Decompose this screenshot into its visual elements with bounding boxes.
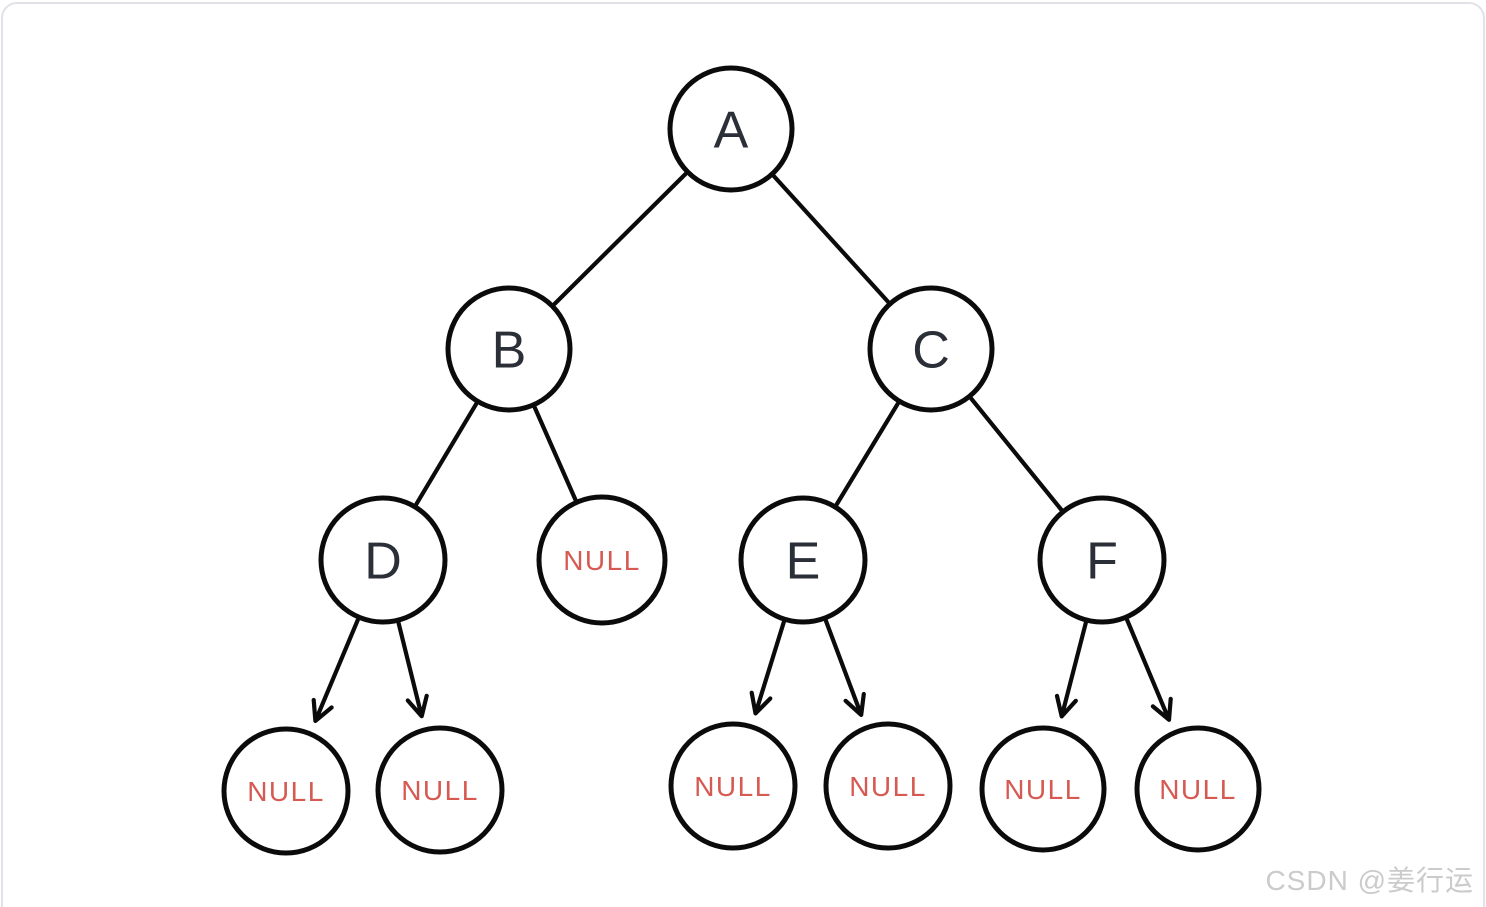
node-label: NULL bbox=[1159, 774, 1237, 805]
node-label: NULL bbox=[401, 775, 479, 806]
tree-edge-C-E bbox=[834, 401, 900, 507]
node-label: NULL bbox=[694, 771, 772, 802]
tree-node-B: B bbox=[445, 285, 573, 413]
tree-edge-arrow-E-null-e-right bbox=[823, 618, 866, 717]
tree-node-C: C bbox=[867, 285, 995, 413]
tree-edge-arrow-F-null-f-right bbox=[1125, 617, 1173, 722]
tree-edge-arrow-F-null-f-left bbox=[1054, 620, 1088, 719]
node-circle bbox=[375, 725, 505, 855]
node-label: NULL bbox=[563, 545, 641, 576]
node-circle bbox=[536, 494, 668, 626]
node-label: NULL bbox=[849, 771, 927, 802]
node-circle bbox=[979, 725, 1107, 853]
node-circle bbox=[445, 285, 573, 413]
tree-edge-C-F bbox=[969, 396, 1064, 512]
tree-edge-arrow-D-null-d-left bbox=[311, 617, 360, 723]
node-label: NULL bbox=[1004, 774, 1082, 805]
tree-edge-B-null-b-right bbox=[532, 405, 578, 502]
tree-edge-arrow-D-null-d-right bbox=[396, 621, 429, 719]
csdn-watermark: CSDN @姜行运 bbox=[1265, 865, 1474, 896]
node-circle bbox=[867, 285, 995, 413]
tree-node-A: A bbox=[667, 65, 795, 193]
tree-edge-A-B bbox=[552, 171, 688, 307]
node-circle bbox=[1134, 725, 1262, 853]
node-circle bbox=[318, 495, 448, 625]
tree-node-null-b-right: NULL bbox=[536, 494, 668, 626]
node-circle bbox=[667, 65, 795, 193]
tree-node-F: F bbox=[1037, 495, 1167, 625]
tree-node-null-f-left: NULL bbox=[979, 725, 1107, 853]
tree-edge-A-C bbox=[772, 174, 890, 304]
node-label: A bbox=[714, 102, 749, 160]
tree-node-null-d-left: NULL bbox=[221, 726, 351, 856]
tree-node-D: D bbox=[318, 495, 448, 625]
tree-node-null-f-right: NULL bbox=[1134, 725, 1262, 853]
tree-node-null-d-right: NULL bbox=[375, 725, 505, 855]
tree-edge-B-D bbox=[414, 401, 479, 507]
node-label: D bbox=[364, 533, 402, 591]
node-label: NULL bbox=[247, 776, 325, 807]
node-label: C bbox=[912, 322, 950, 380]
node-label: F bbox=[1086, 533, 1118, 591]
node-circle bbox=[221, 726, 351, 856]
tree-node-null-e-right: NULL bbox=[823, 721, 953, 851]
tree-node-null-e-left: NULL bbox=[668, 721, 798, 851]
node-label: B bbox=[492, 322, 527, 380]
node-label: E bbox=[786, 533, 821, 591]
tree-node-E: E bbox=[738, 495, 868, 625]
node-circle bbox=[823, 721, 953, 851]
node-circle bbox=[738, 495, 868, 625]
node-circle bbox=[668, 721, 798, 851]
node-circle bbox=[1037, 495, 1167, 625]
tree-edge-arrow-E-null-e-left bbox=[749, 620, 786, 716]
